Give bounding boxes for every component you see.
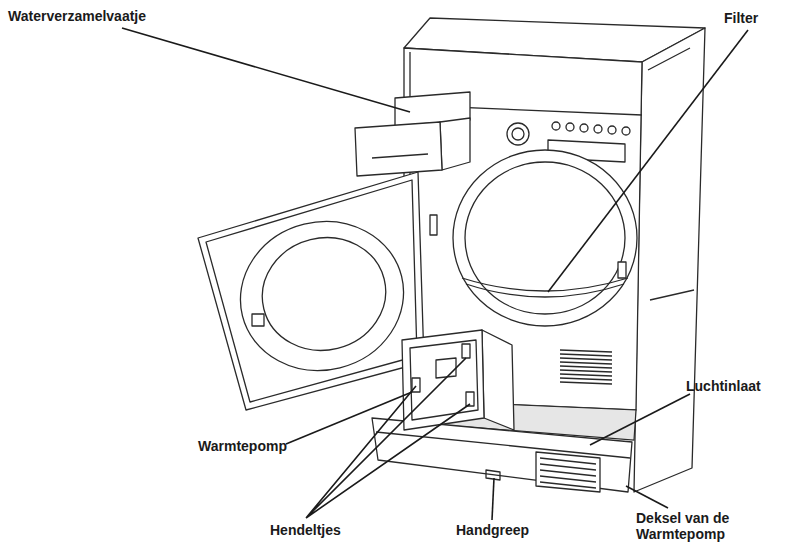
- part-label: Filter: [724, 10, 784, 26]
- leader-line: [492, 478, 494, 520]
- heat-pump-lever: [466, 392, 474, 406]
- control-button: [608, 126, 616, 134]
- part-label: Warmtepomp: [198, 438, 308, 454]
- cover-handle: [486, 470, 500, 480]
- drawer-handle: [372, 154, 428, 158]
- side-panel: [634, 28, 705, 492]
- hinge: [430, 215, 437, 235]
- part-label: Waterverzamelvaatje: [8, 8, 178, 24]
- air-inlet: [540, 458, 596, 488]
- part-label: Hendeltjes: [270, 522, 380, 538]
- part-label: Deksel van de Warmtepomp: [636, 510, 752, 542]
- lint-filter: [462, 278, 628, 291]
- leader-line: [626, 486, 668, 508]
- door: [198, 172, 424, 410]
- control-button: [622, 127, 630, 135]
- control-button: [580, 124, 588, 132]
- door-window: [225, 204, 420, 387]
- heat-pump: [436, 358, 456, 378]
- part-label: Handgreep: [456, 522, 556, 538]
- heat-pump-cover: [376, 432, 630, 458]
- door-window: [250, 225, 397, 364]
- leader-line: [590, 394, 690, 445]
- leader-line: [122, 28, 410, 112]
- door-catch: [618, 262, 626, 278]
- air-inlet: [536, 452, 600, 492]
- heat-pump: [482, 330, 514, 430]
- water-container-front: [355, 122, 442, 176]
- program-knob: [507, 123, 529, 145]
- control-button: [552, 122, 560, 130]
- side-detail: [648, 48, 694, 300]
- leader-line: [306, 358, 470, 518]
- drum-opening: [453, 150, 637, 326]
- leader-line: [286, 392, 412, 444]
- program-knob: [512, 128, 524, 140]
- control-button: [594, 125, 602, 133]
- door-latch: [252, 314, 264, 326]
- lint-filter: [466, 284, 624, 297]
- vent-grille: [560, 350, 612, 384]
- part-label: Luchtinlaat: [686, 378, 786, 394]
- leader-line: [548, 30, 748, 292]
- heat-pump-lever: [462, 344, 470, 358]
- water-container: [440, 118, 470, 170]
- control-button: [566, 123, 574, 131]
